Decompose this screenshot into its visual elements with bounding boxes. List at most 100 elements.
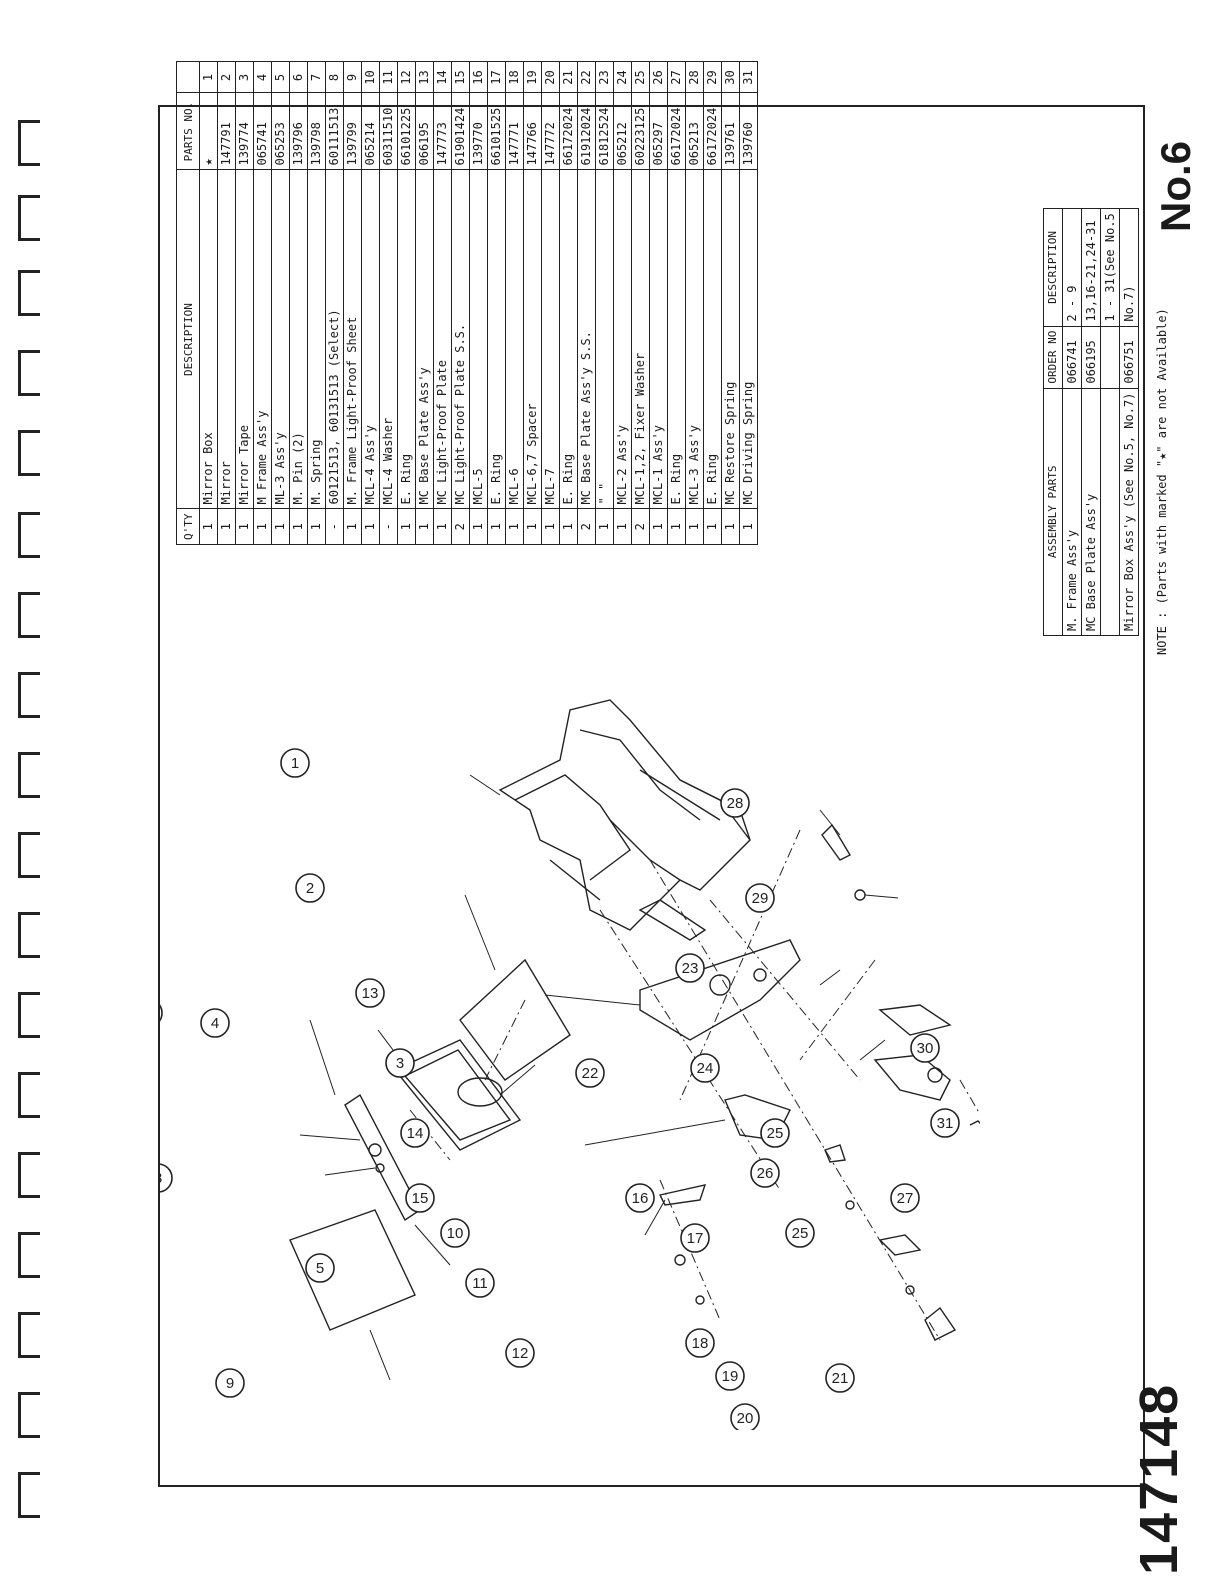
callout-number: 14 [407,1125,424,1142]
binder-hole [18,1392,40,1438]
binder-hole [18,350,40,396]
parts-table-header: Q'TY DESCRIPTION PARTS NO. [176,62,200,545]
part-index: 24 [613,62,632,93]
assembly-description-cell: 1 - 31(See No.5 [1100,208,1120,327]
callout-number: 24 [697,1060,714,1077]
part-qty: - [325,509,344,545]
mirror-drawing [459,958,571,1081]
part-index: 31 [739,62,758,93]
part-description: MC Driving Spring [739,170,758,509]
callout-number: 13 [362,985,379,1002]
part-index: 4 [253,62,272,93]
callout-number: 25 [767,1125,784,1142]
part-qty: 1 [721,509,740,545]
part-description: Mirror Box [199,170,218,509]
part-index: 18 [505,62,524,93]
part-index: 2 [217,62,236,93]
part-number: 066195 [415,93,434,170]
assembly-table: ASSEMBLY PARTS ORDER NO DESCRIPTION M. F… [1043,208,1139,636]
callout-18: 18 [685,1328,715,1358]
part-description: MCL-6,7 Spacer [523,170,542,509]
callout-number: 27 [897,1190,914,1207]
part-qty: 1 [613,509,632,545]
callout-number: 1 [291,755,299,772]
callout-number: 28 [727,795,744,812]
callout-number: 2 [306,880,314,897]
part-index: 10 [361,62,380,93]
part-qty: 1 [253,509,272,545]
part-index: 15 [451,62,470,93]
assembly-table-wrapper: ASSEMBLY PARTS ORDER NO DESCRIPTION M. F… [1043,208,1139,636]
part-index: 16 [469,62,488,93]
callout-28: 28 [720,788,750,818]
callout-number: 8 [160,1170,162,1187]
part-index: 30 [721,62,740,93]
part-qty: 1 [469,509,488,545]
callout-number: 29 [752,890,769,907]
part-number: 065297 [649,93,668,170]
part-qty: 2 [451,509,470,545]
availability-note: NOTE : (Parts with marked "★" are not Av… [1155,308,1169,655]
binder-hole [18,752,40,798]
part-qty: 1 [667,509,686,545]
part-description: E. Ring [397,170,416,509]
order-no-cell [1100,326,1120,389]
part-description: 60121513, 60131513 (Select) [325,170,344,509]
callout-3: 3 [385,1048,415,1078]
m-frame-drawing [393,1039,522,1151]
part-description: MCL-1 Ass'y [649,170,668,509]
part-qty: 2 [577,509,596,545]
part-qty: 1 [199,509,218,545]
part-description: M Frame Ass'y [253,170,272,509]
part-number: 065741 [253,93,272,170]
binder-hole [18,120,40,166]
part-number: 139761 [721,93,740,170]
assembly-description-cell: No.7) [1119,208,1139,327]
header-order-no: ORDER NO [1043,326,1063,389]
part-number: 139796 [289,93,308,170]
binder-hole [18,270,40,316]
callout-4: 4 [200,1008,230,1038]
part-number: 065253 [271,93,290,170]
callout-number: 15 [412,1190,429,1207]
part-description: E. Ring [487,170,506,509]
callout-13: 13 [355,978,385,1008]
callout-11: 11 [465,1268,495,1298]
part-qty: - [379,509,398,545]
part-number: 147791 [217,93,236,170]
callout-number: 10 [447,1225,464,1242]
callout-21: 21 [825,1363,855,1393]
document-number: 147148 [1129,1382,1189,1575]
part-number: 66172024 [667,93,686,170]
part-index: 19 [523,62,542,93]
part-number: 61812524 [595,93,614,170]
part-description: MCL-1,2, Fixer Washer [631,170,650,509]
binder-hole [18,912,40,958]
part-description: MC Base Plate Ass'y [415,170,434,509]
part-qty: 1 [343,509,362,545]
light-proof-sheet-drawing [289,1209,416,1331]
callout-10: 10 [440,1218,470,1248]
callout-14: 14 [400,1118,430,1148]
part-number: 139774 [235,93,254,170]
callout-19: 19 [715,1361,745,1391]
part-number: 66101525 [487,93,506,170]
callout-17: 17 [680,1223,710,1253]
assembly-row: 1 - 31(See No.5 [1100,208,1120,636]
part-number: 66172024 [559,93,578,170]
part-description: Mirror Tape [235,170,254,509]
callout-16: 16 [625,1183,655,1213]
binder-hole [18,1472,40,1518]
